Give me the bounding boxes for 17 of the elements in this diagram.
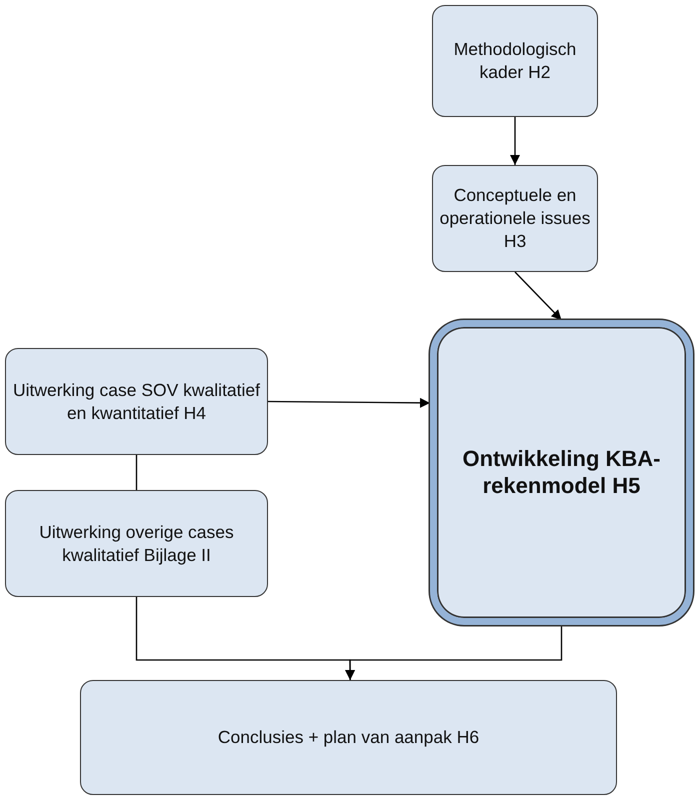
highlighted-process-box: [430, 320, 693, 625]
process-box: [432, 5, 598, 117]
arrow: [345, 625, 562, 680]
node-text: Conclusies + plan van aanpak H6: [218, 726, 480, 749]
connector-line: [136, 455, 138, 490]
node-text: Uitwerking overige cases kwalitatief Bijlage II: [38, 520, 235, 566]
arrow: [514, 272, 562, 320]
node-text: Uitwerking case SOV kwalitatief en kwantitatief H4: [12, 378, 262, 424]
arrow: [510, 117, 520, 165]
process-box: [5, 348, 268, 455]
process-box: [432, 165, 598, 272]
node-text: Conceptuele en operationele issues H3: [438, 184, 592, 253]
node-text: Methodologisch kader H2: [452, 38, 578, 84]
process-box: [80, 680, 617, 795]
process-box: [5, 490, 268, 597]
node-text: Ontwikkeling KBA-rekenmodel H5: [461, 446, 662, 499]
arrow: [268, 398, 430, 408]
